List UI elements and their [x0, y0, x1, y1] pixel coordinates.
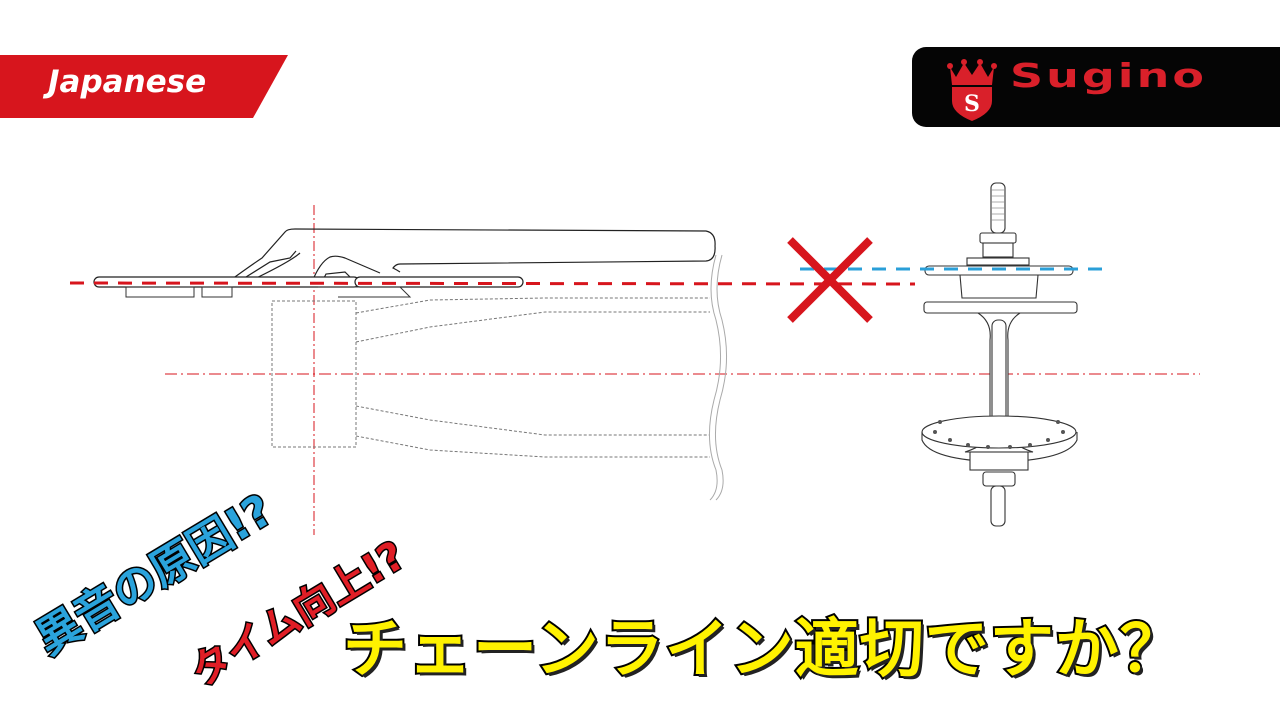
crown-shield-icon: S [947, 59, 997, 121]
rear-hub [921, 182, 1078, 527]
x-mark-icon [787, 237, 873, 323]
spoke-holes [933, 420, 1065, 449]
caption-question: チェーンライン適切ですか？ [341, 611, 1186, 689]
crank-arm [227, 228, 716, 283]
banner-shape [0, 55, 288, 118]
brand-logo: S [912, 47, 1280, 127]
chainring-chainline [69, 281, 916, 286]
break-lines [708, 254, 727, 501]
svg-text:S: S [964, 91, 980, 117]
language-label: Japanese [48, 64, 207, 100]
language-banner [0, 55, 290, 118]
chainring [93, 276, 524, 298]
brand-name: Sugino [1010, 56, 1207, 95]
bottom-bracket [271, 300, 357, 448]
chainstays [355, 297, 710, 458]
